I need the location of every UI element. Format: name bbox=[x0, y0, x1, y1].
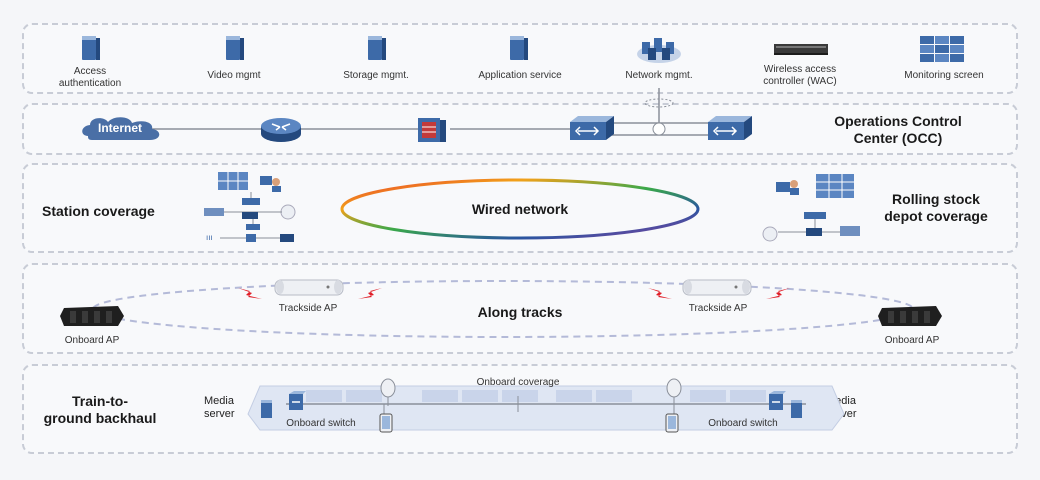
internet-cloud-icon bbox=[82, 117, 160, 140]
media-server-icon bbox=[261, 400, 272, 418]
onboard-ap-label-left: Onboard AP bbox=[64, 335, 120, 346]
wac-device-icon bbox=[774, 44, 828, 55]
wired-network-title: Wired network bbox=[471, 201, 569, 217]
onboard-antenna-icon bbox=[666, 378, 682, 406]
tracks-panel bbox=[22, 263, 1018, 354]
backhaul-title: Train-to- ground backhaul bbox=[43, 393, 157, 426]
station-devices-icon: ııı bbox=[204, 172, 296, 242]
onboard-coverage-label: Onboard coverage bbox=[476, 377, 560, 388]
trackside-ap-label-left: Trackside AP bbox=[278, 303, 338, 314]
onboard-antenna-icon bbox=[380, 378, 396, 406]
service-label-wac: Wireless access controller (WAC) bbox=[763, 64, 837, 87]
train-body-icon bbox=[247, 385, 845, 431]
media-server-label-left: Media server bbox=[204, 395, 235, 420]
service-label-video: Video mgmt bbox=[207, 70, 261, 81]
trackside-ap-icon bbox=[682, 279, 752, 296]
onboard-switch-label-left: Onboard switch bbox=[286, 418, 356, 429]
wireless-signal-icon bbox=[648, 288, 672, 299]
depot-devices-icon bbox=[762, 174, 860, 242]
along-tracks-title: Along tracks bbox=[477, 304, 563, 320]
depot-coverage-title: Rolling stock depot coverage bbox=[884, 191, 988, 224]
wireless-signal-icon bbox=[238, 288, 262, 299]
occ-title: Operations Control Center (OCC) bbox=[834, 113, 962, 146]
monitor-wall-icon bbox=[920, 36, 964, 62]
onboard-tablet-icon bbox=[379, 413, 393, 433]
onboard-ap-icon bbox=[60, 306, 124, 326]
server-icon bbox=[368, 36, 386, 60]
service-label-application: Application service bbox=[478, 70, 562, 81]
trackside-ap-icon bbox=[274, 279, 344, 296]
station-coverage-title: Station coverage bbox=[42, 203, 155, 219]
core-switch-icon bbox=[570, 116, 614, 140]
service-label-network: Network mgmt. bbox=[625, 70, 693, 81]
service-label-access: Access authentication bbox=[58, 66, 122, 89]
onboard-switch-label-right: Onboard switch bbox=[708, 418, 778, 429]
onboard-switch-icon bbox=[289, 391, 306, 410]
server-icon bbox=[82, 36, 100, 60]
onboard-switch-icon bbox=[769, 391, 786, 410]
firewall-icon bbox=[418, 118, 446, 142]
wired-network-ring bbox=[340, 178, 700, 240]
svg-text:ııı: ııı bbox=[206, 233, 213, 242]
onboard-ap-icon bbox=[878, 306, 942, 326]
service-label-monitoring: Monitoring screen bbox=[904, 70, 984, 81]
router-icon bbox=[261, 118, 301, 142]
service-label-storage: Storage mgmt. bbox=[343, 70, 409, 81]
onboard-ap-label-right: Onboard AP bbox=[884, 335, 940, 346]
onboard-tablet-icon bbox=[665, 413, 679, 433]
server-icon bbox=[510, 36, 528, 60]
internet-label: Internet bbox=[97, 121, 142, 135]
server-cluster-icon bbox=[637, 38, 681, 63]
wireless-signal-icon bbox=[766, 288, 790, 299]
server-icon bbox=[226, 36, 244, 60]
trackside-ap-label-right: Trackside AP bbox=[688, 303, 748, 314]
core-switch-icon bbox=[708, 116, 752, 140]
media-server-icon bbox=[791, 400, 802, 418]
wireless-signal-icon bbox=[358, 288, 382, 299]
